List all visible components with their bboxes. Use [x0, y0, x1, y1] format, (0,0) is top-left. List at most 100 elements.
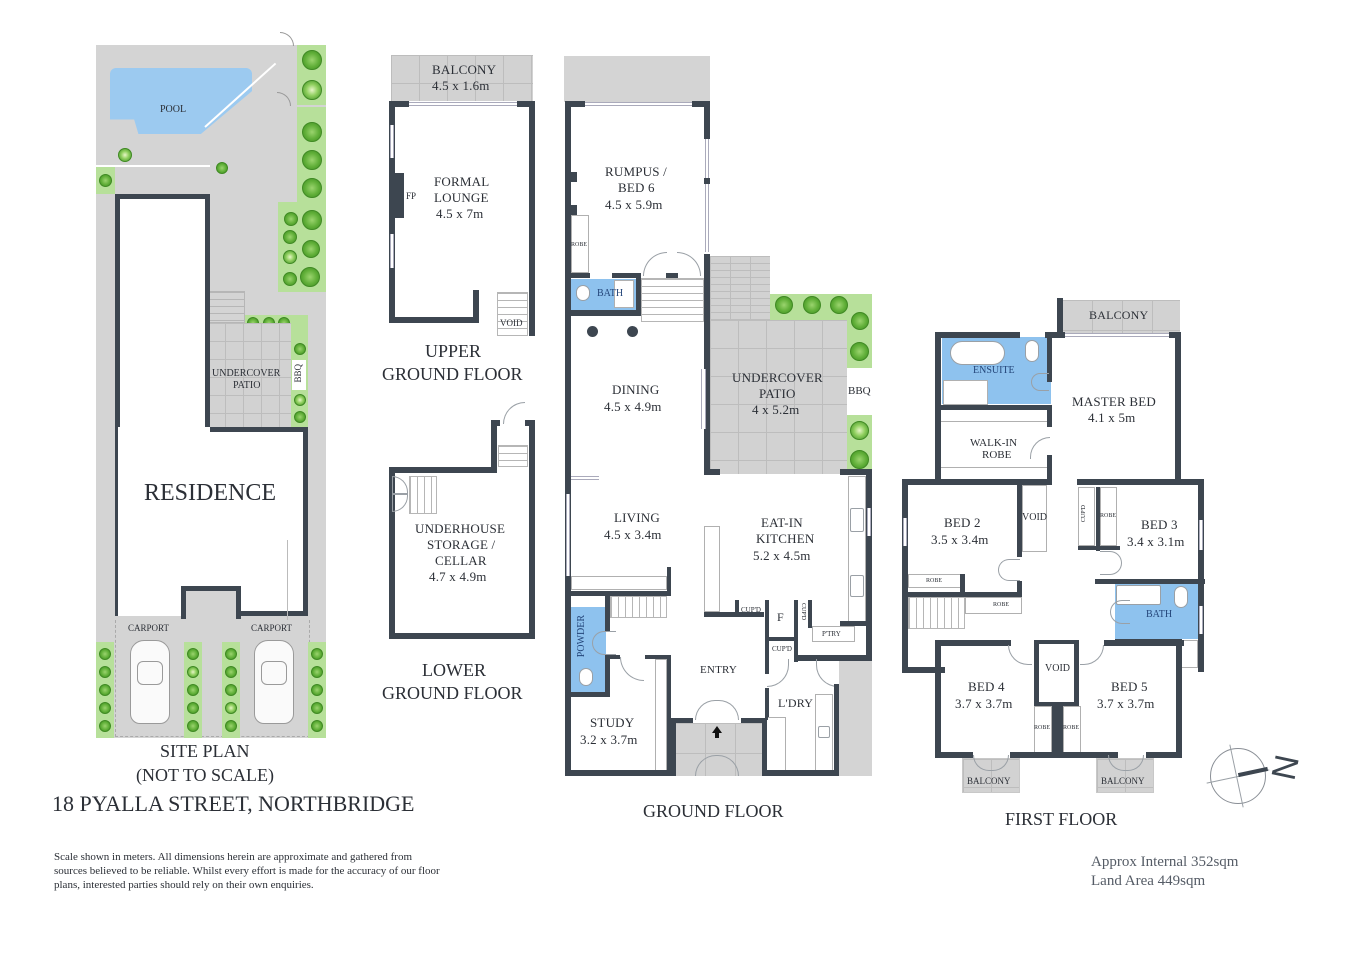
wir-label-1: WALK-IN	[970, 437, 1018, 449]
tree-icon	[302, 122, 322, 142]
bed5-dims: 3.7 x 3.7m	[1097, 696, 1155, 711]
window	[390, 234, 394, 268]
door-icon	[1100, 551, 1122, 575]
toilet-icon	[579, 668, 593, 686]
window	[566, 494, 570, 576]
rumpus-label-2: BED 6	[618, 180, 655, 195]
bed2-label: BED 2	[944, 515, 981, 530]
tree-icon	[311, 684, 323, 696]
gf-title: GROUND FLOOR	[643, 801, 784, 821]
door-icon	[592, 631, 616, 655]
site-undercover-patio	[207, 323, 291, 427]
wall	[1017, 485, 1022, 557]
door-icon	[816, 659, 838, 687]
site-side-path	[287, 540, 309, 620]
window	[571, 476, 599, 480]
tree-icon	[225, 684, 237, 696]
wall	[935, 332, 1020, 338]
carport-left-label: CARPORT	[128, 623, 169, 633]
tree-icon	[302, 80, 322, 100]
wall	[389, 467, 497, 473]
fireplace	[392, 173, 404, 218]
gf-top-deck	[564, 56, 710, 102]
wall	[1017, 581, 1022, 597]
tree-icon	[850, 342, 869, 361]
wall	[808, 600, 812, 628]
formal-lounge-dims: 4.5 x 7m	[436, 206, 484, 221]
approx-internal: Approx Internal 352sqm	[1091, 854, 1239, 870]
wall	[529, 420, 535, 639]
tree-icon	[99, 666, 111, 678]
tree-icon	[99, 720, 111, 732]
ff-cupd-label: CUP'D	[1081, 505, 1087, 523]
living-bench	[571, 576, 667, 590]
tree-icon	[283, 272, 297, 286]
gf-external-stairs	[710, 256, 770, 322]
window	[867, 508, 871, 536]
wall	[567, 205, 577, 215]
wall	[473, 290, 479, 323]
tree-icon	[99, 174, 112, 187]
wall	[941, 405, 1051, 410]
toilet-icon	[576, 285, 590, 301]
ugf-balcony-label: BALCONY	[432, 62, 497, 77]
door-icon	[998, 559, 1020, 581]
tree-icon	[803, 296, 821, 314]
wall	[765, 637, 798, 641]
bed2-dims: 3.5 x 3.4m	[931, 532, 989, 547]
wall	[902, 592, 1022, 597]
site-stairs	[207, 291, 245, 323]
tree-icon	[187, 666, 199, 678]
wall	[1047, 332, 1052, 382]
door-icon	[392, 476, 408, 494]
dining-label: DINING	[612, 382, 660, 397]
kitchen-island	[704, 526, 720, 612]
tree-icon	[302, 240, 320, 258]
tree-icon	[294, 343, 306, 355]
entry-label: ENTRY	[700, 664, 738, 676]
wall	[491, 420, 497, 473]
ugf-title-2: GROUND FLOOR	[382, 364, 523, 384]
pool-label: POOL	[160, 104, 187, 115]
wall	[1074, 640, 1079, 708]
gf-patio-label-1: UNDERCOVER	[732, 370, 823, 385]
lgf-stairs-upper	[498, 445, 528, 467]
wall	[735, 600, 739, 617]
bed3-dims: 3.4 x 3.1m	[1127, 534, 1185, 549]
bed4-balcony-label: BALCONY	[967, 776, 1011, 786]
formal-lounge-label-1: FORMAL	[434, 174, 490, 189]
wall	[605, 655, 610, 696]
window	[701, 369, 706, 429]
tree-icon	[302, 150, 322, 170]
study-robe	[655, 659, 667, 771]
wall	[741, 718, 767, 723]
ff-stairs	[908, 597, 965, 629]
door-icon	[1080, 645, 1104, 665]
window	[585, 102, 692, 106]
column-icon	[587, 326, 598, 337]
window	[903, 518, 907, 546]
pool-fence	[96, 165, 210, 167]
wall	[834, 684, 839, 776]
gf-bath-label: BATH	[597, 288, 624, 299]
ff-bath-label: BATH	[1146, 609, 1173, 620]
window	[1199, 520, 1203, 550]
laundry-robe	[768, 717, 786, 771]
wall	[667, 655, 671, 775]
kitchen-counter-right	[848, 476, 866, 622]
study-dims: 3.2 x 3.7m	[580, 732, 638, 747]
wall	[565, 273, 590, 278]
wall	[612, 273, 638, 278]
hall-robe	[965, 597, 1022, 614]
tree-icon	[187, 702, 199, 714]
tree-icon	[302, 210, 322, 230]
window	[1065, 333, 1169, 337]
wall	[704, 612, 764, 617]
door-icon	[1008, 645, 1032, 665]
wall	[666, 273, 678, 278]
gf-bbq-label: BBQ	[848, 385, 871, 397]
kitchen-dims: 5.2 x 4.5m	[753, 548, 811, 563]
wall	[902, 667, 945, 673]
tree-icon	[302, 50, 322, 70]
site-bbq-label: BBQ	[293, 364, 303, 383]
